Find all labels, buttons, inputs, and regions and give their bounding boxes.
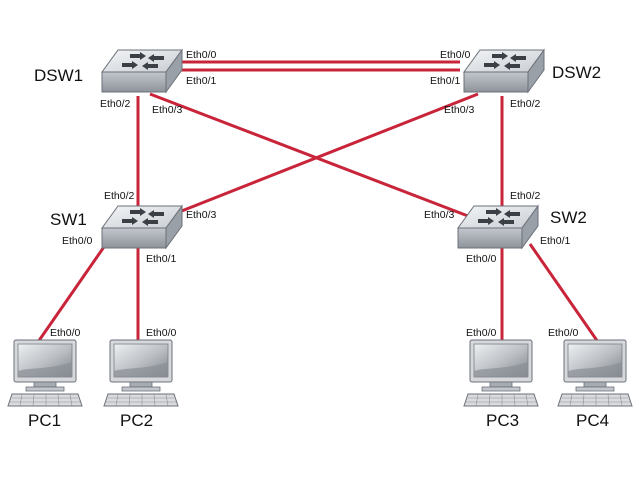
device-pc2[interactable]: PC2 bbox=[103, 339, 179, 430]
link-sw1-pc1 bbox=[36, 243, 108, 343]
port-label: Eth0/3 bbox=[424, 209, 455, 221]
device-label: DSW1 bbox=[34, 66, 83, 85]
pc-icon bbox=[557, 339, 633, 407]
device-dsw2[interactable]: DSW2 bbox=[463, 49, 601, 93]
pc-icon bbox=[7, 339, 83, 407]
device-label: PC1 bbox=[28, 411, 61, 430]
port-label: Eth0/3 bbox=[186, 209, 217, 221]
port-label: Eth0/3 bbox=[444, 104, 475, 116]
port-labels: Eth0/0 Eth0/1 Eth0/2 Eth0/3 Eth0/0 Eth0/… bbox=[50, 49, 579, 339]
port-label: Eth0/0 bbox=[466, 253, 497, 265]
device-pc1[interactable]: PC1 bbox=[7, 339, 83, 430]
device-label: PC3 bbox=[486, 411, 519, 430]
port-label: Eth0/2 bbox=[100, 98, 131, 110]
link-dsw2-sw1 bbox=[173, 92, 479, 216]
port-label: Eth0/0 bbox=[146, 327, 177, 339]
switch-icon bbox=[457, 205, 539, 249]
device-pc4[interactable]: PC4 bbox=[557, 339, 633, 430]
port-label: Eth0/1 bbox=[540, 235, 571, 247]
device-label: PC2 bbox=[120, 411, 153, 430]
links-layer bbox=[36, 60, 600, 343]
port-label: Eth0/2 bbox=[510, 98, 541, 110]
switch-icon bbox=[101, 205, 183, 249]
link-sw2-pc4 bbox=[528, 243, 600, 343]
pc-icon bbox=[463, 339, 539, 407]
port-label: Eth0/1 bbox=[430, 75, 461, 87]
device-label: SW2 bbox=[550, 208, 587, 227]
switch-icon bbox=[101, 49, 183, 93]
device-label: SW1 bbox=[50, 210, 87, 229]
port-label: Eth0/0 bbox=[50, 327, 81, 339]
port-label: Eth0/2 bbox=[104, 190, 135, 202]
port-label: Eth0/0 bbox=[440, 49, 471, 61]
port-label: Eth0/2 bbox=[510, 190, 541, 202]
device-sw1[interactable]: SW1 bbox=[50, 205, 183, 249]
device-dsw1[interactable]: DSW1 bbox=[34, 49, 183, 93]
port-label: Eth0/0 bbox=[466, 327, 497, 339]
device-pc3[interactable]: PC3 bbox=[463, 339, 539, 430]
link-dsw1-sw2 bbox=[149, 92, 469, 218]
port-label: Eth0/1 bbox=[146, 253, 177, 265]
port-label: Eth0/0 bbox=[186, 49, 217, 61]
port-label: Eth0/3 bbox=[152, 104, 183, 116]
device-label: DSW2 bbox=[552, 63, 601, 82]
port-label: Eth0/0 bbox=[62, 235, 93, 247]
port-label: Eth0/0 bbox=[548, 327, 579, 339]
device-sw2[interactable]: SW2 bbox=[457, 205, 587, 249]
switch-icon bbox=[463, 49, 545, 93]
port-label: Eth0/1 bbox=[186, 75, 217, 87]
pc-icon bbox=[103, 339, 179, 407]
device-label: PC4 bbox=[576, 411, 609, 430]
